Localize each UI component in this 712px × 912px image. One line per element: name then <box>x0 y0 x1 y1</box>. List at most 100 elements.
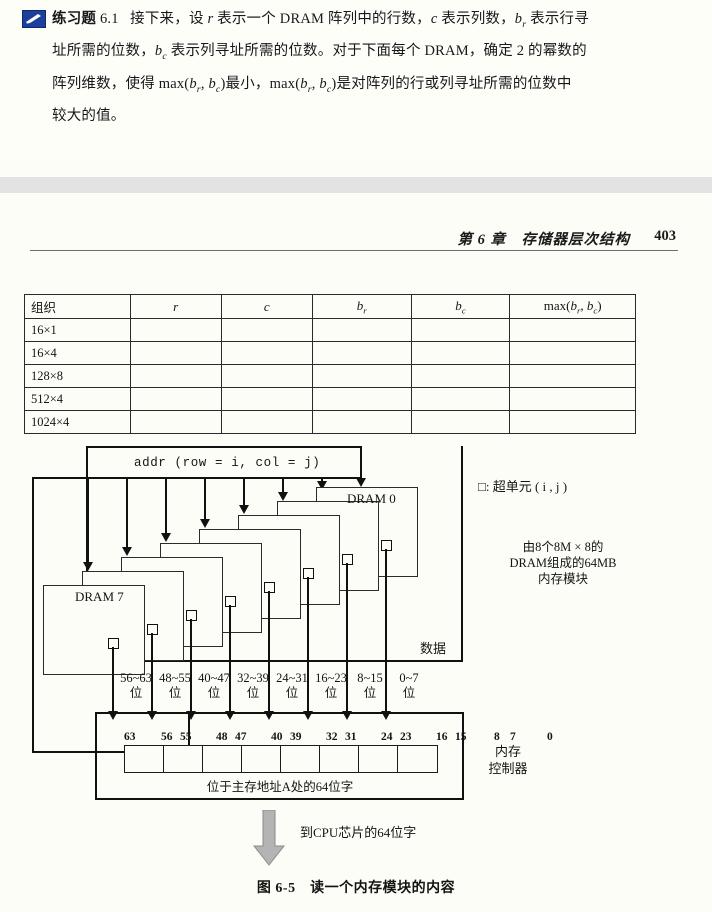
word-byte-cell <box>163 745 204 773</box>
table-cell-org: 16×1 <box>24 318 131 342</box>
pencil-glyph <box>26 14 41 24</box>
word-byte-cell <box>280 745 321 773</box>
data-line-4 <box>229 605 231 715</box>
word-bit-48: 48 <box>216 731 228 743</box>
section-divider-band <box>0 177 712 193</box>
table-cell-c[interactable] <box>220 387 313 411</box>
addr-arrow-3 <box>239 505 249 514</box>
data-label: 数据 <box>420 641 447 656</box>
bit-range-text: 0~7 <box>399 671 419 685</box>
bit-unit-text: 位 <box>129 686 143 700</box>
data-line-6 <box>151 633 153 715</box>
data-line-2 <box>307 577 309 715</box>
table-cell-c[interactable] <box>220 410 313 434</box>
table-cell-max[interactable] <box>509 410 636 434</box>
addr-arrow-0 <box>356 478 366 487</box>
addr-bus-distribution-rail <box>32 477 362 479</box>
module-frame-bottom <box>86 660 463 662</box>
controller-frame-top <box>95 712 464 714</box>
addr-bus-controller-stub <box>188 712 190 753</box>
running-head-rule <box>30 250 678 251</box>
word-byte-cell <box>397 745 438 773</box>
controller-frame-left <box>95 712 97 800</box>
addr-bus-top-horizontal <box>86 446 362 448</box>
table-cell-r[interactable] <box>129 410 222 434</box>
addr-drop-line-7 <box>87 477 89 566</box>
table-cell-bc[interactable] <box>410 364 511 388</box>
bit-range-text: 56~63 <box>120 671 152 685</box>
table-cell-br[interactable] <box>311 364 412 388</box>
table-cell-max[interactable] <box>509 387 636 411</box>
table-cell-bc[interactable] <box>410 387 511 411</box>
table-header-c: c <box>220 294 313 319</box>
table-header-org: 组织 <box>24 294 131 319</box>
table-cell-br[interactable] <box>311 341 412 365</box>
data-arrow-0 <box>381 711 391 720</box>
table-cell-r[interactable] <box>129 318 222 342</box>
table-cell-br[interactable] <box>311 410 412 434</box>
table-row: 1024×4 <box>24 410 636 434</box>
exercise-line-1: 练习题 6.1 接下来，设 r 表示一个 DRAM 阵列中的行数，c 表示列数，… <box>52 11 589 30</box>
controller-label-line-2: 控制器 <box>488 761 528 776</box>
table-cell-bc[interactable] <box>410 341 511 365</box>
table-cell-bc[interactable] <box>410 318 511 342</box>
addr-drop-line-5 <box>165 477 167 537</box>
table-cell-c[interactable] <box>220 318 313 342</box>
table-row: 16×4 <box>24 341 636 365</box>
table-row: 16×1 <box>24 318 636 342</box>
table-cell-br[interactable] <box>311 318 412 342</box>
module-note-line-2: DRAM组成的64MB <box>509 556 617 570</box>
bit-range-4: 24~31 位 <box>270 671 314 701</box>
word-bit-40: 40 <box>271 731 283 743</box>
word-bit-32: 32 <box>326 731 338 743</box>
bit-unit-text: 位 <box>246 686 260 700</box>
bit-range-text: 32~39 <box>237 671 269 685</box>
table-cell-bc[interactable] <box>410 410 511 434</box>
word-bit-16: 16 <box>436 731 448 743</box>
table-cell-r[interactable] <box>129 387 222 411</box>
table-header-max: max(br, bc) <box>509 294 636 319</box>
table-cell-max[interactable] <box>509 364 636 388</box>
word-bit-8: 8 <box>494 731 500 743</box>
bit-range-3: 32~39 位 <box>231 671 275 701</box>
chapter-title: 第 6 章 存储器层次结构 <box>457 232 630 248</box>
data-line-7 <box>112 647 114 715</box>
table-row: 128×8 <box>24 364 636 388</box>
bit-unit-text: 位 <box>363 686 377 700</box>
bit-range-text: 8~15 <box>357 671 383 685</box>
word-byte-cell <box>319 745 360 773</box>
table-cell-max[interactable] <box>509 318 636 342</box>
controller-frame-right <box>462 712 464 800</box>
table-cell-br[interactable] <box>311 387 412 411</box>
word-bit-15: 15 <box>455 731 467 743</box>
table-cell-c[interactable] <box>220 341 313 365</box>
data-line-1 <box>346 563 348 715</box>
table-cell-max[interactable] <box>509 341 636 365</box>
bit-range-1: 48~55 位 <box>153 671 197 701</box>
word-bit-47: 47 <box>235 731 247 743</box>
legend-supercell: □: 超单元 ( i , j ) <box>478 479 568 494</box>
bit-range-7: 0~7 位 <box>389 671 429 701</box>
table-cell-r[interactable] <box>129 364 222 388</box>
addr-bus-bottom-horizontal <box>32 751 190 753</box>
bit-range-text: 48~55 <box>159 671 191 685</box>
word-byte-cell <box>241 745 282 773</box>
data-arrow-7 <box>108 711 118 720</box>
table-cell-r[interactable] <box>129 341 222 365</box>
addr-drop-line-6 <box>126 477 128 551</box>
table-cell-org: 128×8 <box>24 364 131 388</box>
table-header-br: br <box>311 294 412 319</box>
exercise-label: 练习题 <box>52 11 97 27</box>
bit-unit-text: 位 <box>168 686 182 700</box>
word-bit-39: 39 <box>290 731 302 743</box>
addr-arrow-4 <box>200 519 210 528</box>
data-line-0 <box>385 549 387 715</box>
addr-bus-top-right-drop <box>360 446 362 478</box>
to-cpu-label: 到CPU芯片的64位字 <box>300 825 417 840</box>
word-label: 位于主存地址A处的64位字 <box>206 780 354 794</box>
table-cell-c[interactable] <box>220 364 313 388</box>
data-arrow-4 <box>225 711 235 720</box>
bit-range-6: 8~15 位 <box>350 671 390 701</box>
module-note-line-1: 由8个8M × 8的 <box>522 540 604 554</box>
addr-bus-left-vertical <box>32 478 34 753</box>
